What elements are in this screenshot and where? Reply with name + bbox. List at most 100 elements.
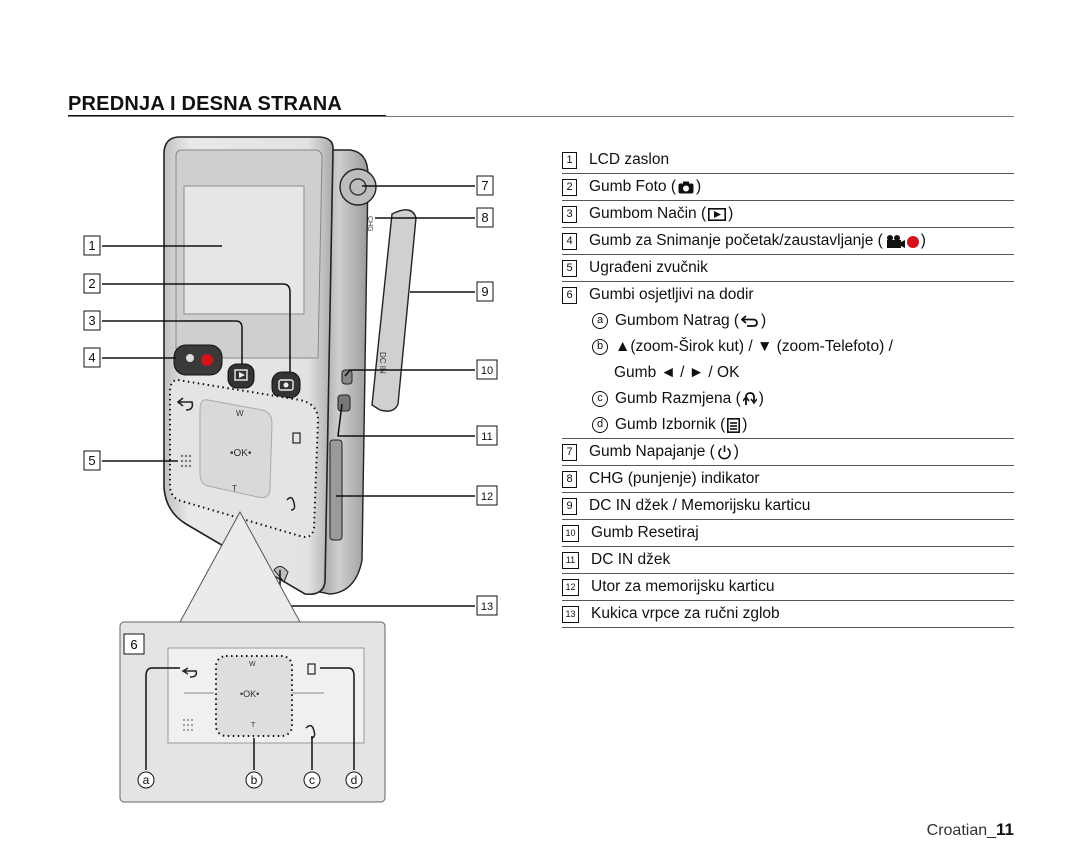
- detail-callout-lines: [145, 667, 355, 770]
- back-arrow-icon: [176, 397, 194, 411]
- legend-item-9: 9 DC IN džek / Memorijsku karticu: [562, 493, 1014, 520]
- legend-text-6b-line1: ▲(zoom-Širok kut) / ▼ (zoom-Telefoto) /: [615, 338, 893, 355]
- legend-item-1: 1 LCD zaslon: [562, 147, 1014, 174]
- callout-2: [83, 273, 101, 294]
- callout-11: [476, 425, 498, 446]
- legend-item-5: 5 Ugrađeni zvučnik: [562, 255, 1014, 282]
- dc-in-label: DC IN: [378, 352, 387, 374]
- legend-text-10: Gumb Resetiraj: [591, 524, 699, 541]
- callout-1: [83, 235, 101, 256]
- speaker-grille-icon: [180, 454, 192, 468]
- callout-8: [476, 207, 494, 228]
- callout-7: [476, 175, 494, 196]
- record-button: [173, 344, 223, 376]
- legend-item-6b-cont: Gumb ◄ / ► / OK: [562, 360, 1014, 386]
- callout-13-label: 13: [481, 601, 493, 613]
- legend-text-6: Gumbi osjetljivi na dodir: [589, 286, 754, 303]
- camcorder-illustration: W •OK• T CHG DC IN 1 2 3: [83, 136, 498, 803]
- callout-b: [245, 771, 263, 789]
- detail-menu-icon: [307, 663, 316, 675]
- legend-num-7: 7: [562, 443, 577, 461]
- callout-3: [83, 310, 101, 331]
- legend-num-2: 2: [562, 178, 577, 196]
- callout-5: [83, 450, 101, 471]
- lcd-screen: [183, 185, 305, 315]
- movie-icon: [186, 354, 194, 362]
- detail-speaker-icon: [183, 719, 193, 731]
- camera-icon: [278, 379, 294, 391]
- camera-lens: [283, 382, 289, 388]
- legend-item-6b: b ▲(zoom-Širok kut) / ▼ (zoom-Telefoto) …: [562, 334, 1014, 360]
- chg-label: CHG: [366, 216, 373, 232]
- zoom-t-label: T: [232, 484, 237, 493]
- section-title: PREDNJA I DESNA STRANA: [68, 93, 343, 115]
- share-icon: [742, 391, 757, 407]
- legend-text-2: Gumb Foto (: [589, 178, 676, 195]
- power-button: [339, 168, 377, 206]
- legend-item-11: 11 DC IN džek: [562, 547, 1014, 574]
- legend-text-12: Utor za memorijsku karticu: [591, 578, 775, 595]
- movie-record-icon: [885, 234, 919, 249]
- callout-6-label: 6: [130, 637, 137, 652]
- legend-text-1: LCD zaslon: [589, 151, 670, 168]
- page-number: 11: [996, 820, 1014, 839]
- legend-num-4: 4: [562, 232, 577, 250]
- back-arrow-icon: [741, 315, 759, 327]
- camera-icon: [678, 181, 694, 194]
- callout-1-label: 1: [88, 238, 95, 253]
- legend-text-9: DC IN džek / Memorijsku karticu: [589, 497, 811, 514]
- callout-c: [303, 771, 321, 789]
- strap-hook: [273, 566, 289, 583]
- menu-icon: [727, 417, 741, 433]
- legend-text-8: CHG (punjenje) indikator: [589, 470, 760, 487]
- legend-num-6: 6: [562, 286, 577, 304]
- detail-w-label: W: [249, 661, 256, 668]
- reset-button: [341, 369, 353, 385]
- legend-item-7: 7 Gumb Napajanje ( ): [562, 439, 1014, 466]
- callout-13: [476, 595, 498, 616]
- parts-legend: 1 LCD zaslon 2 Gumb Foto ( ) 3 Gumbom Na…: [562, 147, 1014, 628]
- legend-item-4: 4 Gumb za Snimanje početak/zaustavljanje…: [562, 228, 1014, 255]
- legend-text-5: Ugrađeni zvučnik: [589, 259, 708, 276]
- legend-text-6c: Gumb Razmjena (: [615, 390, 741, 407]
- detail-ok-label: •OK•: [240, 689, 259, 699]
- legend-text-7-close: ): [733, 443, 739, 460]
- legend-item-8: 8 CHG (punjenje) indikator: [562, 466, 1014, 493]
- legend-item-2: 2 Gumb Foto ( ): [562, 174, 1014, 201]
- callout-7-label: 7: [481, 178, 488, 193]
- legend-text-2-close: ): [696, 178, 702, 195]
- callout-b-label: b: [251, 773, 258, 787]
- legend-item-6a: a Gumbom Natrag ( ): [562, 308, 1014, 334]
- callout-12-label: 12: [481, 491, 493, 503]
- legend-num-5: 5: [562, 259, 577, 277]
- callout-4: [83, 347, 101, 368]
- memory-card-slot: [329, 439, 343, 541]
- legend-text-3-close: ): [728, 205, 734, 222]
- title-rule: [68, 116, 1014, 117]
- callout-11-label: 11: [481, 431, 492, 443]
- legend-item-13: 13 Kukica vrpce za ručni zglob: [562, 601, 1014, 628]
- legend-text-13: Kukica vrpce za ručni zglob: [591, 605, 780, 622]
- legend-num-8: 8: [562, 470, 577, 488]
- callout-d: [345, 771, 363, 789]
- legend-num-9: 9: [562, 497, 577, 515]
- record-dot-icon: [201, 354, 213, 366]
- callout-2-label: 2: [88, 276, 95, 291]
- legend-letter-c: c: [592, 391, 608, 407]
- callout-4-label: 4: [88, 350, 95, 365]
- legend-text-4: Gumb za Snimanje početak/zaustavljanje (: [589, 232, 883, 249]
- detail-t-label: T: [251, 722, 256, 729]
- legend-text-6c-close: ): [758, 390, 764, 407]
- legend-num-1: 1: [562, 151, 577, 169]
- play-mode-icon: [708, 207, 727, 221]
- power-icon: [349, 178, 367, 196]
- footer-language: Croatian_: [926, 822, 997, 839]
- legend-letter-a: a: [592, 313, 608, 329]
- zoom-w-label: W: [236, 409, 244, 418]
- detail-back-icon: [181, 667, 198, 678]
- callout-10-label: 10: [481, 365, 493, 377]
- callout-d-label: d: [351, 773, 358, 787]
- callout-a-label: a: [143, 773, 150, 787]
- legend-num-3: 3: [562, 205, 577, 223]
- legend-item-6c: c Gumb Razmjena ( ): [562, 386, 1014, 412]
